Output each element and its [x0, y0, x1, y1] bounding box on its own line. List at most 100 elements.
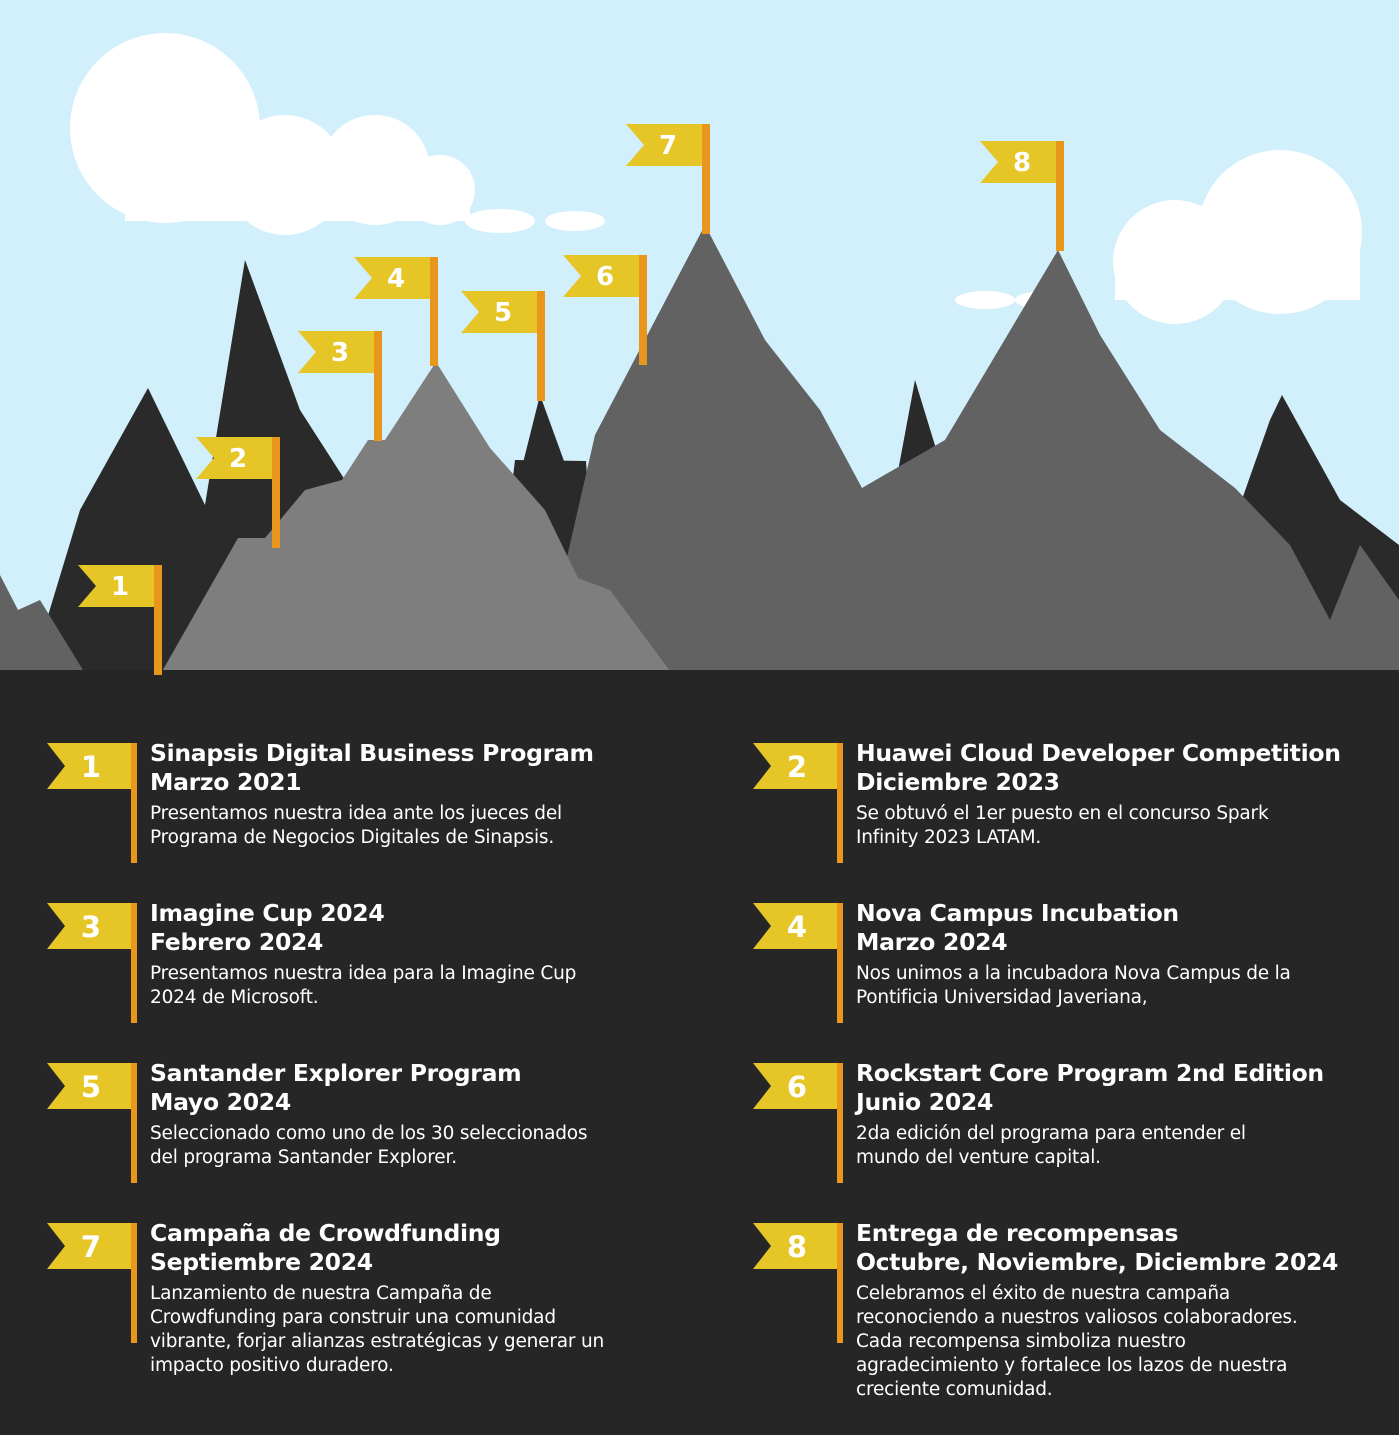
flag-icon: 6: [753, 1063, 843, 1183]
flag-icon: 5: [47, 1063, 137, 1183]
milestone-title: Sinapsis Digital Business Program: [150, 739, 594, 767]
scene-flag-8: 8: [980, 141, 1064, 251]
scene-flag-6: 6: [563, 255, 647, 365]
flag-banner: [196, 437, 274, 479]
flag-number: 6: [596, 262, 614, 292]
flag-pole: [374, 331, 382, 441]
flag-pole: [1056, 141, 1064, 251]
description-line: Presentamos nuestra idea ante los jueces…: [150, 803, 562, 824]
flag-pole: [154, 565, 162, 675]
description-line: creciente comunidad.: [856, 1379, 1053, 1400]
milestone-title: Nova Campus Incubation: [856, 899, 1179, 927]
description-line: agradecimiento y fortalece los lazos de …: [856, 1355, 1288, 1376]
mountains-light: [160, 362, 673, 675]
milestone-description: Se obtuvó el 1er puesto en el concurso S…: [856, 802, 1356, 850]
description-line: Lanzamiento de nuestra Campaña de: [150, 1283, 492, 1304]
milestone-number: 6: [787, 1070, 807, 1104]
flag-banner: [298, 331, 376, 373]
milestone-date: Diciembre 2023: [856, 768, 1060, 796]
milestone-number: 7: [81, 1230, 101, 1264]
flag-icon: 8: [753, 1223, 843, 1343]
milestone-number: 3: [81, 910, 101, 944]
flag-number: 4: [387, 264, 405, 294]
milestone-title: Huawei Cloud Developer Competition: [856, 739, 1341, 767]
description-line: Infinity 2023 LATAM.: [856, 827, 1042, 848]
description-line: Nos unimos a la incubadora Nova Campus d…: [856, 963, 1291, 984]
flag-banner: [980, 141, 1058, 183]
milestone-date: Septiembre 2024: [150, 1248, 373, 1276]
description-line: mundo del venture capital.: [856, 1147, 1101, 1168]
milestone-date: Febrero 2024: [150, 928, 324, 956]
scene-flag-5: 5: [461, 291, 545, 401]
flag-icon: 2: [753, 743, 843, 863]
scene-flag-2: 2: [196, 437, 280, 548]
milestone-title: Imagine Cup 2024: [150, 899, 385, 927]
description-line: Celebramos el éxito de nuestra campaña: [856, 1283, 1230, 1304]
scene-flag-4: 4: [354, 257, 438, 366]
milestone-date: Mayo 2024: [150, 1088, 291, 1116]
description-line: Seleccionado como uno de los 30 seleccio…: [150, 1123, 588, 1144]
milestone-title: Santander Explorer Program: [150, 1059, 522, 1087]
flag-icon: 3: [47, 903, 137, 1023]
description-line: Se obtuvó el 1er puesto en el concurso S…: [856, 803, 1269, 824]
description-line: Cada recompensa simboliza nuestro: [856, 1331, 1186, 1352]
mountain-scene: 1 2 3 4 5 6 7 8: [0, 0, 1399, 675]
milestone-number: 1: [81, 750, 101, 784]
scene-flag-3: 3: [298, 331, 382, 441]
flag-number: 7: [659, 131, 677, 161]
milestone-number: 4: [787, 910, 807, 944]
flag-banner: [563, 255, 641, 297]
description-line: 2da edición del programa para entender e…: [856, 1123, 1246, 1144]
description-line: 2024 de Microsoft.: [150, 987, 319, 1008]
description-line: vibrante, forjar alianzas estratégicas y…: [150, 1331, 605, 1352]
milestone-title: Entrega de recompensas: [856, 1219, 1179, 1247]
milestone-number: 8: [787, 1230, 807, 1264]
flag-pole: [430, 257, 438, 366]
description-line: Pontificia Universidad Javeriana,: [856, 987, 1148, 1008]
milestone-date: Junio 2024: [856, 1088, 993, 1116]
flag-banner: [354, 257, 432, 299]
milestone-description: 2da edición del programa para entender e…: [856, 1122, 1356, 1170]
description-line: Crowdfunding para construir una comunida…: [150, 1307, 556, 1328]
milestone-number: 2: [787, 750, 807, 784]
flag-number: 2: [229, 444, 247, 474]
milestone-description: Presentamos nuestra idea para la Imagine…: [150, 962, 650, 1010]
milestone-title: Rockstart Core Program 2nd Edition: [856, 1059, 1324, 1087]
ground-strip: [0, 670, 1399, 675]
milestone-description: Presentamos nuestra idea ante los jueces…: [150, 802, 650, 850]
flag-banner: [461, 291, 539, 333]
milestone-description: Seleccionado como uno de los 30 seleccio…: [150, 1122, 650, 1170]
flag-icon: 4: [753, 903, 843, 1023]
flag-icon: 7: [47, 1223, 137, 1343]
milestone-date: Octubre, Noviembre, Diciembre 2024: [856, 1248, 1339, 1276]
description-line: impacto positivo duradero.: [150, 1355, 394, 1376]
milestone-description: Lanzamiento de nuestra Campaña de Crowdfu…: [150, 1282, 650, 1378]
milestone-title: Campaña de Crowdfunding: [150, 1219, 501, 1247]
flag-banner: [626, 124, 704, 166]
flag-number: 1: [111, 572, 129, 602]
description-line: del programa Santander Explorer.: [150, 1147, 457, 1168]
flag-banner: [78, 565, 156, 607]
description-line: Programa de Negocios Digitales de Sinaps…: [150, 827, 555, 848]
flag-pole: [272, 437, 280, 548]
mountains-mid: [0, 225, 1399, 675]
milestone-description: Nos unimos a la incubadora Nova Campus d…: [856, 962, 1356, 1010]
milestone-date: Marzo 2024: [856, 928, 1008, 956]
flag-number: 3: [331, 338, 349, 368]
description-line: reconociendo a nuestros valiosos colabor…: [856, 1307, 1298, 1328]
flag-pole: [702, 124, 710, 234]
milestone-description: Celebramos el éxito de nuestra campaña re…: [856, 1282, 1356, 1402]
flag-icon: 1: [47, 743, 137, 863]
milestone-date: Marzo 2021: [150, 768, 302, 796]
cloud-left: [70, 33, 605, 235]
flag-pole: [639, 255, 647, 365]
flag-pole: [537, 291, 545, 401]
scene-flags: 1 2 3 4 5 6 7 8: [78, 124, 1064, 675]
